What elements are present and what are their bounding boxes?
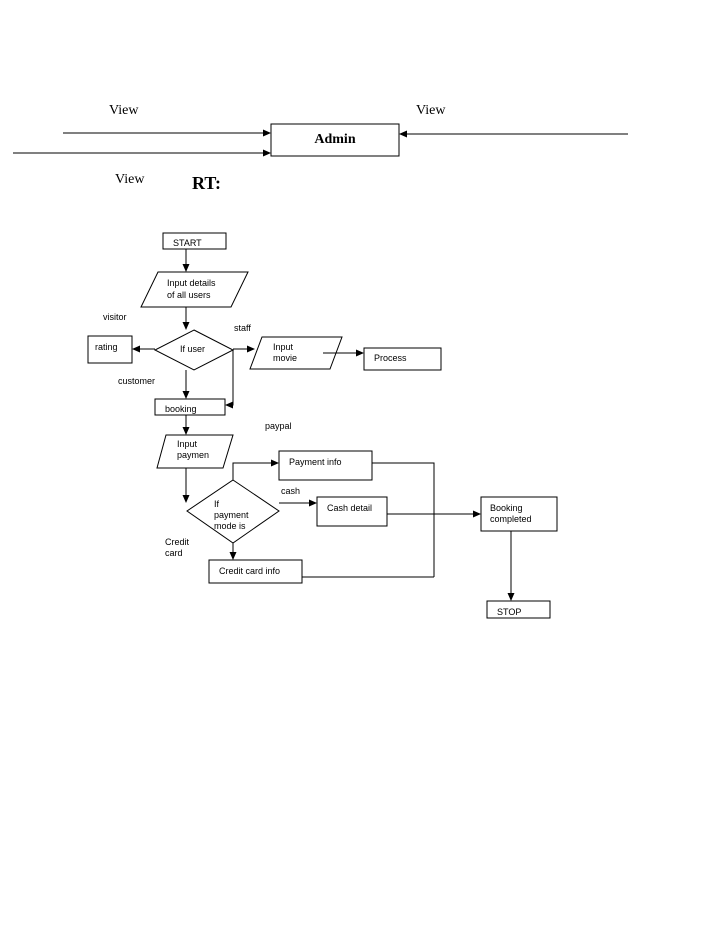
input-payment-line2: paymen	[177, 450, 209, 460]
credit-label-line2: card	[165, 548, 183, 558]
customer-label: customer	[118, 376, 155, 386]
process-box	[363, 347, 442, 371]
stop-terminal	[486, 600, 551, 619]
staff-label: staff	[234, 323, 251, 333]
credit-label-line1: Credit	[165, 537, 190, 547]
rating-box	[87, 335, 133, 364]
cash-detail-box	[316, 496, 388, 527]
line-payment-info-merge	[372, 462, 435, 577]
credit-card-info-label: Credit card info	[219, 566, 280, 576]
if-payment-line2: payment	[214, 510, 249, 520]
booking-completed-line1: Booking	[490, 503, 523, 513]
rating-label: rating	[95, 342, 118, 352]
credit-card-info-box	[208, 559, 303, 584]
view-label-right: View	[416, 103, 446, 118]
rt-heading: RT:	[192, 173, 221, 193]
input-payment-parallelogram	[156, 434, 234, 469]
payment-info-label: Payment info	[289, 457, 342, 467]
view-label-left-1: View	[109, 103, 139, 118]
input-movie-parallelogram	[249, 336, 343, 370]
start-label: START	[173, 238, 202, 248]
stop-label: STOP	[497, 607, 521, 617]
arrow-staff-to-booking	[225, 350, 234, 409]
input-payment-line1: Input	[177, 439, 198, 449]
if-user-decision	[153, 329, 235, 371]
booking-flowchart: START Input details of all users visitor…	[87, 232, 558, 619]
booking-label: booking	[165, 404, 197, 414]
input-movie-line2: movie	[273, 353, 297, 363]
if-payment-line1: If	[214, 499, 220, 509]
if-payment-line3: mode is	[214, 521, 246, 531]
input-details-parallelogram	[140, 271, 249, 308]
cash-detail-label: Cash detail	[327, 503, 372, 513]
input-details-line1: Input details	[167, 278, 216, 288]
booking-completed-line2: completed	[490, 514, 532, 524]
admin-section: View View Admin View RT:	[13, 103, 628, 193]
start-terminal	[162, 232, 227, 250]
process-label: Process	[374, 353, 407, 363]
admin-label: Admin	[314, 132, 355, 147]
booking-completed-box	[480, 496, 558, 532]
visitor-label: visitor	[103, 312, 127, 322]
input-movie-line1: Input	[273, 342, 294, 352]
input-details-line2: of all users	[167, 290, 211, 300]
arrow-ifpay-to-payment-info	[232, 459, 279, 480]
payment-info-box	[278, 450, 373, 481]
admin-box	[270, 123, 400, 157]
if-user-label: If user	[180, 344, 205, 354]
cash-label: cash	[281, 486, 300, 496]
paypal-label: paypal	[265, 421, 292, 431]
booking-box	[154, 398, 226, 416]
view-label-left-2: View	[115, 172, 145, 187]
